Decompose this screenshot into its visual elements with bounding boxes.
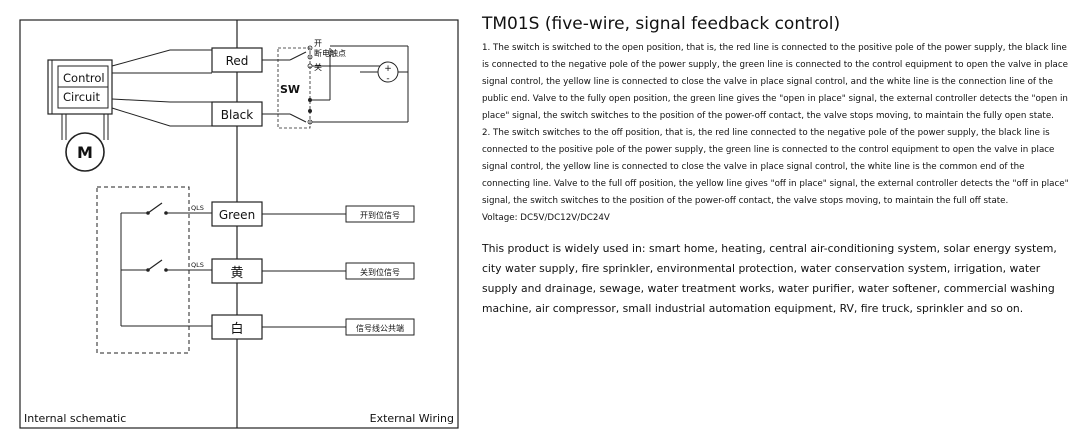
wire-label-red: Red — [226, 54, 249, 68]
signal-box-open — [345, 205, 415, 223]
wire-label-green: Green — [219, 208, 255, 222]
motor-label: M — [77, 143, 93, 162]
outer-frame — [19, 19, 459, 429]
product-title: TM01S (five-wire, signal feedback contro… — [482, 14, 841, 34]
signal-label-open: 开到位信号 — [360, 210, 400, 220]
circuit-label: Circuit — [63, 90, 101, 104]
wire-label-white: 白 — [230, 321, 243, 337]
control-circuit-outer — [47, 59, 113, 115]
switch-sw: SW 开 断电触点 关 + - — [262, 39, 409, 129]
paragraph-open-position: 1. The switch is switched to the open po… — [482, 43, 1069, 121]
limit-switch-lower: QLS — [121, 259, 212, 272]
close-contact-label: 关 — [314, 62, 322, 72]
limit-switch-upper: QLS — [121, 202, 212, 215]
wire-box-green — [211, 201, 263, 227]
svg-text:+: + — [384, 64, 392, 74]
signal-box-common — [345, 318, 415, 336]
svg-text:-: - — [386, 74, 389, 84]
voltage-text: Voltage: DC5V/DC12V/DC24V — [482, 213, 610, 223]
wire-box-yellow — [211, 258, 263, 284]
wire-label-black: Black — [221, 108, 254, 122]
signal-box-close — [345, 262, 415, 280]
applications-text: This product is widely used in: smart ho… — [482, 242, 1057, 315]
wire-label-yellow: 黄 — [230, 266, 243, 281]
qls-lower-label: QLS — [191, 261, 204, 269]
control-label: Control — [63, 71, 105, 85]
signal-label-close: 关到位信号 — [360, 267, 400, 277]
internal-schematic-label: Internal schematic — [24, 412, 126, 425]
sw-label: SW — [280, 83, 300, 96]
motor: M — [65, 132, 105, 172]
qls-upper-label: QLS — [191, 204, 204, 212]
motor-circle — [65, 132, 105, 172]
signal-label-common: 信号线公共端 — [356, 323, 404, 333]
open-contact-label: 开 — [314, 39, 322, 48]
sw-dashed-box — [277, 47, 311, 129]
external-wiring-label: External Wiring — [370, 412, 454, 425]
description-panel: TM01S (five-wire, signal feedback contro… — [482, 14, 1072, 319]
wiring-diagram: Control Circuit M Red Black SW — [19, 19, 459, 429]
paragraph-off-position: 2. The switch switches to the off positi… — [482, 128, 1069, 206]
control-circuit: Control Circuit — [47, 59, 113, 140]
wire-box-red — [211, 47, 263, 73]
